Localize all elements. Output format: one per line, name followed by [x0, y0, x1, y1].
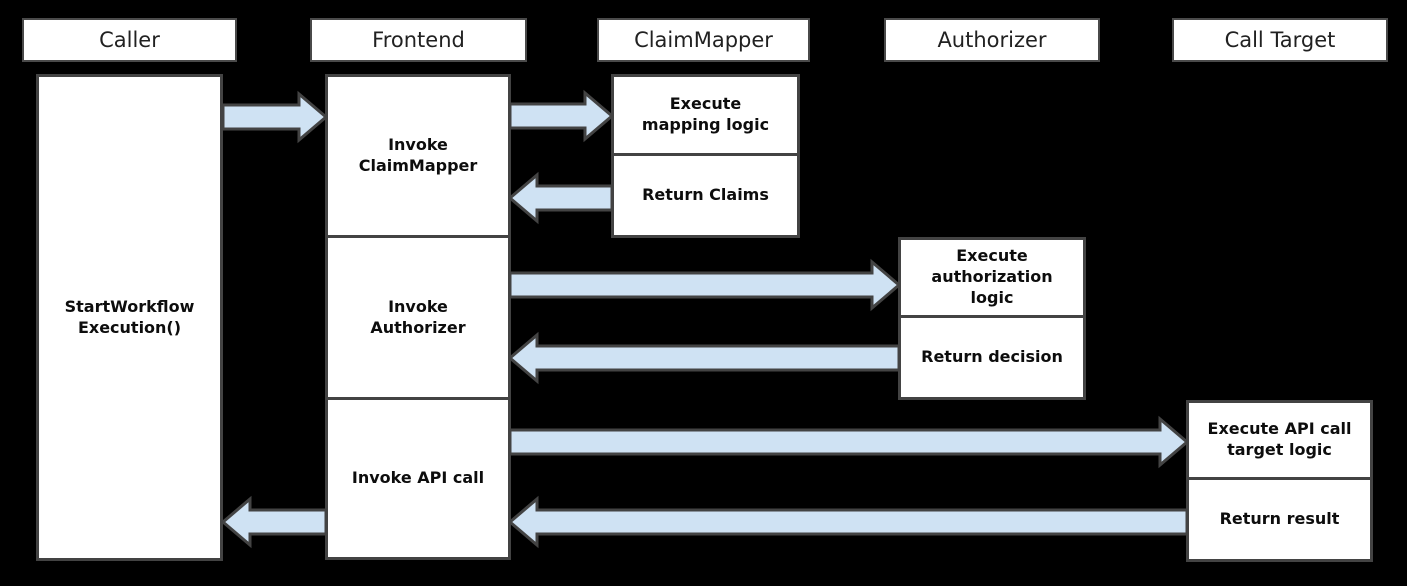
- box-invoke-authorizer: Invoke Authorizer: [325, 235, 511, 400]
- box-execute-mapping-logic-label: Execute mapping logic: [641, 94, 770, 134]
- lane-header-claimmapper-label: ClaimMapper: [634, 28, 773, 52]
- box-invoke-authorizer-label: Invoke Authorizer: [370, 296, 466, 337]
- box-execute-authorization-logic: Execute authorization logic: [898, 237, 1086, 318]
- arrow-authorizer-to-frontend: [507, 331, 901, 385]
- lane-header-authorizer: Authorizer: [884, 18, 1100, 62]
- arrow-frontend-to-authorizer: [508, 258, 902, 312]
- lane-header-calltarget: Call Target: [1172, 18, 1388, 62]
- lane-header-caller: Caller: [22, 18, 237, 62]
- box-invoke-api-call: Invoke API call: [325, 397, 511, 560]
- arrow-frontend-to-caller: [220, 495, 328, 549]
- lane-header-frontend-label: Frontend: [372, 28, 465, 52]
- lane-header-claimmapper: ClaimMapper: [597, 18, 810, 62]
- box-return-decision-label: Return decision: [921, 347, 1063, 367]
- box-execute-authorization-logic-label: Execute authorization logic: [931, 246, 1053, 307]
- box-return-result-label: Return result: [1219, 509, 1340, 529]
- arrow-calltarget-to-frontend: [507, 495, 1189, 549]
- box-execute-api-call-target-logic-label: Execute API call target logic: [1207, 419, 1352, 459]
- arrow-claimmapper-to-frontend: [507, 171, 614, 225]
- box-invoke-claimmapper: Invoke ClaimMapper: [325, 74, 511, 238]
- box-return-claims: Return Claims: [611, 153, 800, 238]
- box-invoke-claimmapper-label: Invoke ClaimMapper: [358, 135, 478, 175]
- box-return-claims-label: Return Claims: [642, 185, 769, 205]
- arrow-frontend-to-calltarget: [508, 415, 1190, 469]
- box-invoke-api-call-label: Invoke API call: [351, 468, 485, 488]
- box-startworkflowexecution-label: StartWorkflow Execution(): [64, 296, 195, 337]
- lane-header-calltarget-label: Call Target: [1224, 28, 1336, 52]
- box-execute-api-call-target-logic: Execute API call target logic: [1186, 400, 1373, 480]
- box-return-decision: Return decision: [898, 315, 1086, 400]
- lane-header-authorizer-label: Authorizer: [937, 28, 1047, 52]
- arrow-frontend-to-claimmapper: [508, 89, 615, 143]
- lane-header-caller-label: Caller: [99, 28, 160, 52]
- arrow-caller-to-frontend: [221, 90, 329, 144]
- box-return-result: Return result: [1186, 477, 1373, 562]
- lane-header-frontend: Frontend: [310, 18, 527, 62]
- box-execute-mapping-logic: Execute mapping logic: [611, 74, 800, 156]
- box-startworkflowexecution: StartWorkflow Execution(): [36, 74, 223, 561]
